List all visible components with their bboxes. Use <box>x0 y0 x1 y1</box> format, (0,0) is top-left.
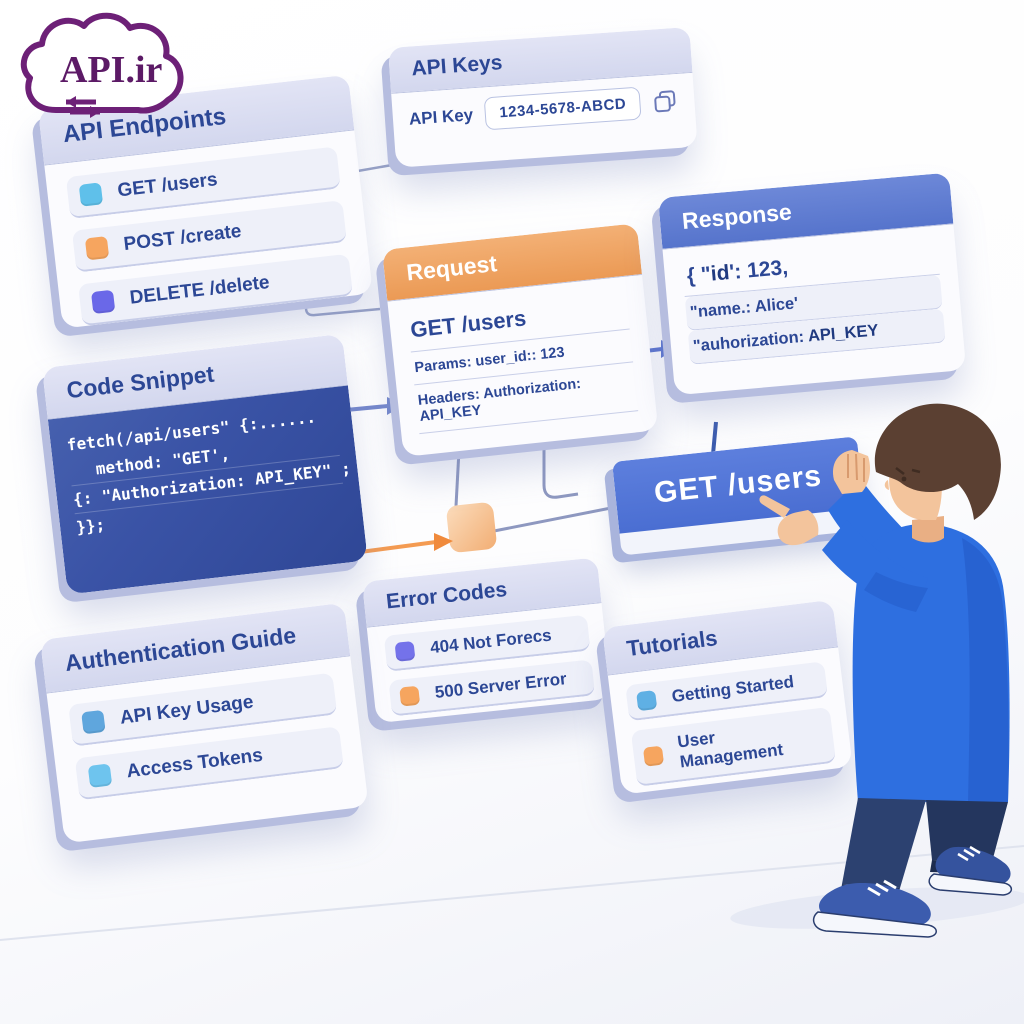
code-editor[interactable]: fetch(/api/users" {:...... method: "GET'… <box>47 385 368 595</box>
topic-color-chip <box>642 745 665 767</box>
api-keys-title: API Keys <box>410 50 504 80</box>
status-color-chip <box>394 640 416 662</box>
tutorials-title: Tutorials <box>625 624 719 661</box>
person-forearm <box>822 520 928 612</box>
person-torso-shade <box>962 538 1009 802</box>
method-color-chip <box>84 236 110 261</box>
topic-color-chip <box>87 763 113 788</box>
tutorials-card: Tutorials Getting Started User Managemen… <box>602 599 853 795</box>
person-front-cuff <box>840 884 900 900</box>
code-snippet-title: Code Snippet <box>65 360 216 404</box>
api-ir-logo: API.ir <box>8 6 208 136</box>
person-back-leg <box>926 800 1008 862</box>
person-front-shoe <box>819 883 931 926</box>
connector-node <box>446 502 497 553</box>
logo-text: API.ir <box>60 49 163 91</box>
response-title: Response <box>680 198 793 234</box>
person-front-leg <box>842 798 926 888</box>
api-keys-card: API Keys API Key 1234-5678-ABCD <box>388 26 698 168</box>
status-color-chip <box>399 685 421 707</box>
get-users-banner-label: GET /users <box>652 459 824 510</box>
endpoint-label: GET /users <box>116 169 219 202</box>
get-users-banner[interactable]: GET /users <box>612 436 867 556</box>
method-color-chip <box>78 182 104 207</box>
person-face <box>889 442 942 520</box>
cloud-icon <box>20 12 184 114</box>
api-key-input[interactable]: 1234-5678-ABCD <box>483 86 642 131</box>
person-back-shoe <box>935 846 1011 884</box>
endpoint-label: POST /create <box>122 220 243 256</box>
tutorial-item-label: Getting Started <box>670 672 795 706</box>
person-hair <box>874 403 1001 520</box>
authentication-guide-card: Authentication Guide API Key Usage Acces… <box>40 602 369 844</box>
error-label: 404 Not Forecs <box>429 625 553 658</box>
tutorial-item-label: User Management <box>676 728 785 772</box>
api-endpoints-list: GET /users POST /create DELETE /delete <box>44 130 376 354</box>
person-front-shoe-sole <box>812 911 937 938</box>
auth-item-label: Access Tokens <box>125 744 264 783</box>
person-nose <box>884 480 889 490</box>
person-eyebrow <box>895 467 921 475</box>
topic-color-chip <box>81 709 106 735</box>
error-codes-card: Error Codes 404 Not Forecs 500 Server Er… <box>362 557 612 724</box>
code-snippet-card: Code Snippet fetch(/api/users" {:...... … <box>42 333 368 595</box>
swap-arrows-icon <box>66 96 100 118</box>
endpoint-label: DELETE /delete <box>128 271 271 309</box>
copy-icon[interactable] <box>652 87 680 115</box>
error-label: 500 Server Error <box>433 669 568 702</box>
request-title: Request <box>405 250 499 286</box>
response-card: Response { "id': 123, "name.: Alice' "au… <box>658 172 967 396</box>
person-shadow <box>730 887 1024 929</box>
person-back-cuff <box>930 860 992 874</box>
person-front-shoe-laces <box>867 879 897 897</box>
get-users-banner-face: GET /users <box>612 436 865 534</box>
api-key-field-label: API Key <box>408 104 474 129</box>
request-card: Request GET /users Params: user_id:: 123… <box>382 223 659 457</box>
error-codes-title: Error Codes <box>384 577 509 614</box>
person-neck <box>912 516 944 543</box>
person-torso <box>852 523 1010 802</box>
person-eye <box>901 476 907 482</box>
person-forearm-shade <box>864 572 928 612</box>
ground-line <box>0 845 1024 941</box>
person-back-shoe-laces <box>957 845 981 862</box>
person-back-shoe-sole <box>928 873 1013 896</box>
method-color-chip <box>90 289 116 315</box>
orange-arrowhead-icon <box>434 533 453 551</box>
topic-color-chip <box>636 689 658 711</box>
tutorial-item-user-management[interactable]: User Management <box>630 706 837 787</box>
auth-item-label: API Key Usage <box>118 691 255 729</box>
